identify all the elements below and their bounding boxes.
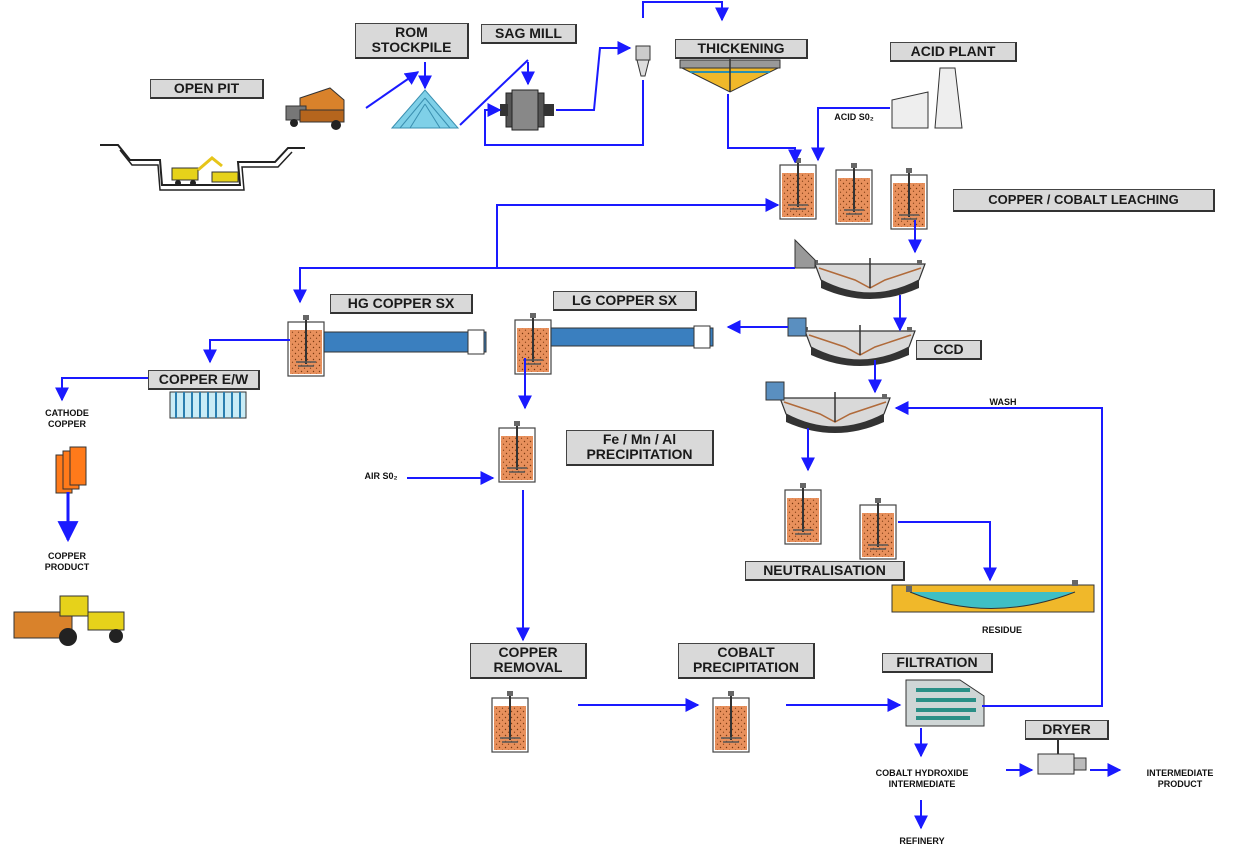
acid-plant-icon [891, 67, 963, 129]
intermediate-product-label: INTERMEDIATE PRODUCT [1146, 768, 1214, 790]
leach-tank-icon [835, 162, 873, 225]
refinery-label: REFINERY [899, 836, 945, 846]
cobalt-precipitation-box: COBALT PRECIPITATION [678, 643, 815, 679]
copper-cobalt-leaching-box: COPPER / COBALT LEACHING [953, 189, 1215, 213]
sx-settler-icon [550, 325, 714, 349]
cathode-stack-icon [55, 446, 87, 494]
copper-removal-box: COPPER REMOVAL [470, 643, 587, 679]
ccd-box: CCD [916, 340, 982, 361]
open-pit-excavator-icon [100, 144, 305, 191]
flow-arrows [55, 1, 1122, 830]
acid-plant-box: ACID PLANT [890, 42, 1017, 63]
sx-mixer-tank-icon [514, 312, 552, 375]
cobalt-hydroxide-intermediate-label: COBALT HYDROXIDE INTERMEDIATE [875, 768, 969, 790]
thickening-box: THICKENING [675, 39, 808, 60]
copper-product-label: COPPER PRODUCT [44, 551, 90, 573]
ccd-thickener-icon [765, 381, 891, 434]
hg-copper-sx-box: HG COPPER SX [330, 294, 473, 315]
sx-settler-icon [323, 329, 487, 355]
filtration-box: FILTRATION [882, 653, 993, 674]
filter-press-icon [905, 679, 985, 727]
wash-label: WASH [989, 397, 1017, 407]
residue-label: RESIDUE [981, 625, 1022, 635]
ccd-thickener-icon [787, 317, 916, 367]
loader-truck-icon [13, 595, 125, 646]
sx-mixer-tank-icon [287, 314, 325, 377]
open-pit-box: OPEN PIT [150, 79, 264, 100]
fe-mn-al-precipitation-box: Fe / Mn / Al PRECIPITATION [566, 430, 714, 466]
electrowinning-cell-icon [169, 391, 247, 419]
thickener-icon [679, 54, 781, 93]
leach-tank-icon [779, 157, 817, 220]
dryer-box: DRYER [1025, 720, 1109, 741]
lg-copper-sx-box: LG COPPER SX [553, 291, 697, 312]
neutralisation-tank-icon [859, 497, 897, 560]
cathode-copper-label: CATHODE COPPER [45, 408, 89, 430]
sag-mill-icon [500, 89, 554, 131]
copper-ew-box: COPPER E/W [148, 370, 260, 391]
dump-truck-icon [285, 87, 345, 130]
copper-removal-tank-icon [491, 690, 529, 753]
cyclone-icon [635, 45, 651, 77]
cobalt-precipitation-tank-icon [712, 690, 750, 753]
stockpile-icon [390, 89, 460, 129]
residue-pond-icon [891, 580, 1095, 613]
air-so2-label: AIR S0₂ [364, 471, 398, 481]
ccd-thickener-icon [794, 238, 926, 300]
dryer-icon [1037, 738, 1087, 775]
precipitation-tank-icon [498, 420, 536, 483]
rom-stockpile-box: ROM STOCKPILE [355, 23, 469, 59]
sag-mill-box: SAG MILL [481, 24, 577, 45]
acid-so2-label: ACID S0₂ [834, 112, 874, 122]
neutralisation-box: NEUTRALISATION [745, 561, 905, 582]
neutralisation-tank-icon [784, 482, 822, 545]
leach-tank-icon [890, 167, 928, 230]
